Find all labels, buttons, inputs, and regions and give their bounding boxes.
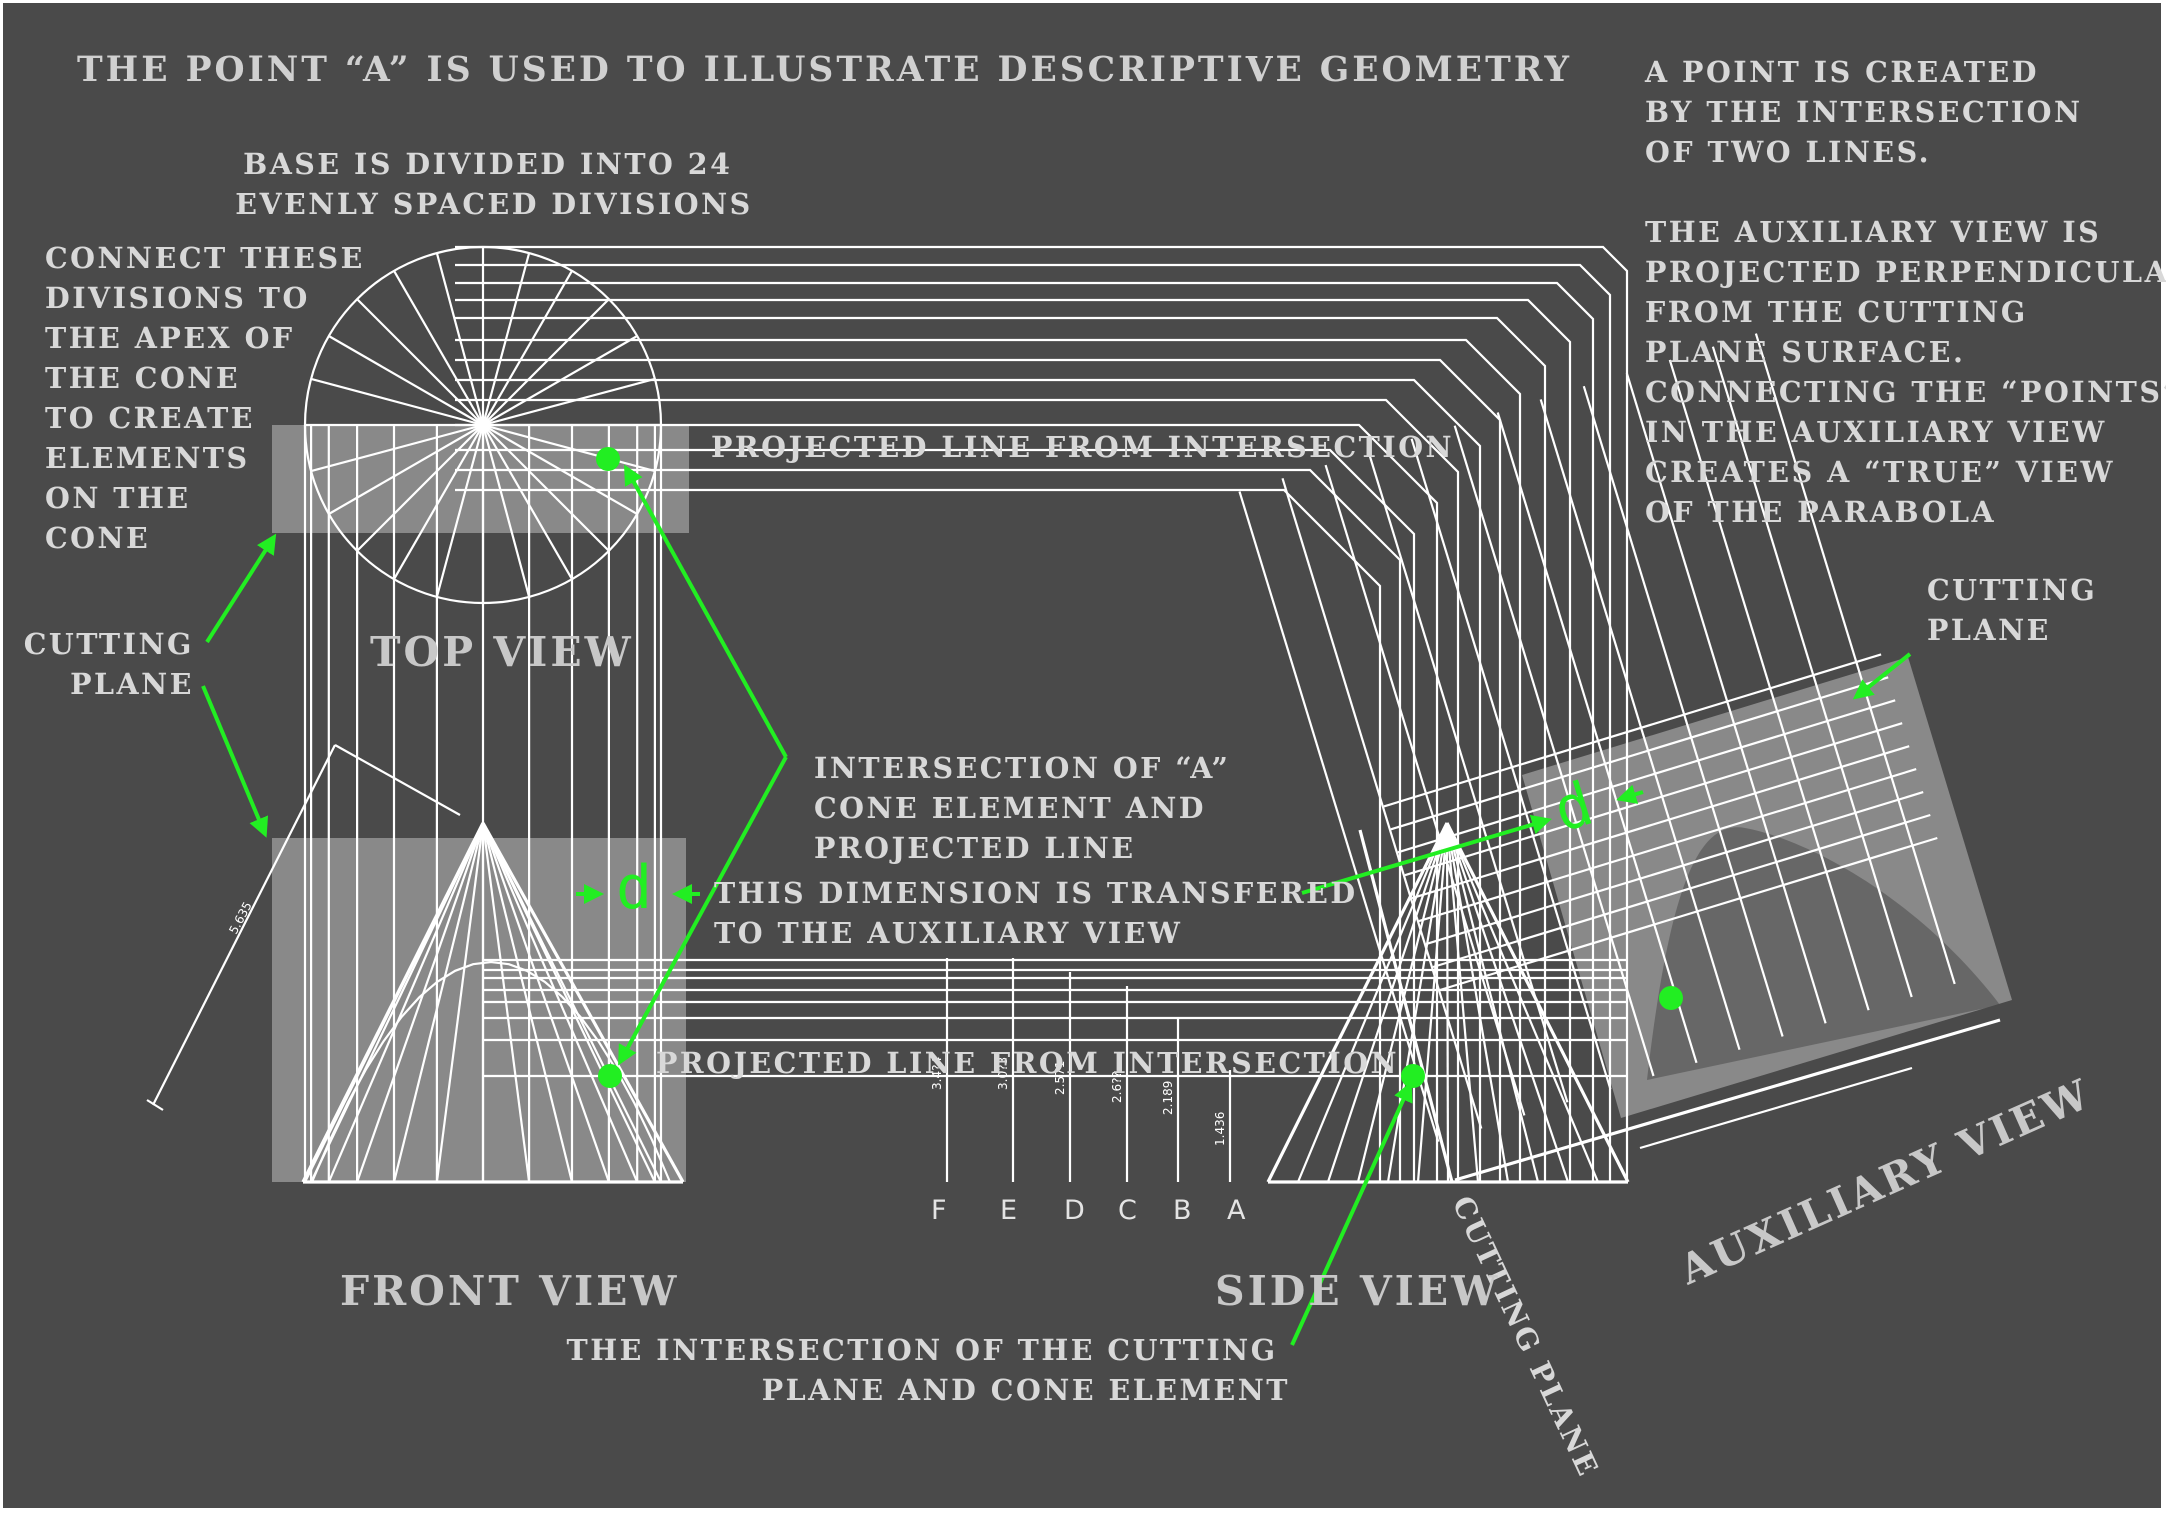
base-division-line (310, 377, 484, 427)
point-a-top-view (596, 447, 620, 471)
parabola-region (1647, 827, 2000, 1080)
note-cutting-plane-right: CUTTING PLANE (1927, 573, 2110, 647)
front-section-curve (310, 960, 672, 1183)
slant-dimension-extension (334, 744, 461, 816)
top-to-side-projector (690, 398, 1460, 1182)
base-division-line (482, 424, 610, 552)
front-view-cutting-plane (272, 838, 686, 1182)
base-division-line (328, 335, 484, 426)
top-to-side-projector (690, 245, 1629, 1182)
auxiliary-reference-line (1454, 1018, 2001, 1182)
note-intersection-a: INTERSECTION OF “A” CONE ELEMENT AND PRO… (814, 751, 1243, 865)
construction-lines (146, 245, 2001, 1184)
top-to-side-projector (690, 488, 1382, 1182)
base-division-line (482, 423, 656, 473)
auxiliary-perpendicular-line (1496, 412, 1698, 1064)
dim-d: 2.571 (1053, 1061, 1067, 1095)
note-connect-divisions: CONNECT THESE DIVISIONS TO THE APEX OF T… (45, 241, 377, 555)
auxiliary-parallel-line (1411, 745, 1910, 900)
auxiliary-parallel-line (1404, 722, 1903, 877)
base-division-line (356, 424, 484, 552)
auxiliary-perpendicular-line (1281, 477, 1483, 1129)
dim-a: 1.436 (1213, 1112, 1227, 1146)
auxiliary-parallel-line (1439, 836, 1938, 992)
station-letter-f: F (931, 1195, 947, 1226)
dim-f: 3.4?4 (930, 1057, 944, 1090)
intersection-points (596, 447, 1683, 1088)
auxiliary-reference-line (1639, 1066, 1913, 1150)
leader-arrows (201, 464, 1912, 1346)
dim-e: 3.0?3 (996, 1057, 1010, 1090)
top-to-side-projector (690, 281, 1595, 1182)
slant-dimension-line (152, 744, 336, 1106)
front-cone-element (356, 822, 485, 1183)
base-division-line (435, 424, 485, 598)
note-dimension-transfer: THIS DIMENSION IS TRANSFERED TO THE AUXI… (714, 876, 1370, 950)
station-letters: F E D C B A (931, 1195, 1246, 1226)
base-division-line (328, 424, 484, 515)
auxiliary-parallel-line (1432, 813, 1931, 969)
auxiliary-perpendicular-line (1367, 451, 1569, 1103)
note-intersection-cutting: THE INTERSECTION OF THE CUTTING PLANE AN… (567, 1333, 1290, 1407)
dim-b: 2.189 (1161, 1081, 1175, 1115)
auxiliary-perpendicular-line (1539, 399, 1741, 1051)
top-view-cutting-plane (272, 425, 689, 533)
note-point-created: A POINT IS CREATED BY THE INTERSECTION O… (1644, 55, 2095, 169)
top-to-side-projector (690, 316, 1547, 1182)
top-to-side-projector (690, 468, 1402, 1182)
base-division-line (481, 424, 531, 598)
station-letter-b: B (1173, 1195, 1192, 1226)
auxiliary-parallel-line (1418, 768, 1917, 923)
auxiliary-perpendicular-line (1410, 438, 1612, 1090)
note-base-divided: BASE IS DIVIDED INTO 24 EVENLY SPACED DI… (235, 147, 753, 221)
top-to-side-projector (690, 298, 1572, 1182)
dim-c: 2.6?? (1110, 1071, 1124, 1103)
top-to-side-projector (690, 423, 1439, 1182)
point-a-front-view (598, 1064, 622, 1088)
point-a-auxiliary-view (1659, 986, 1683, 1010)
label-top-view: TOP VIEW (370, 628, 634, 676)
front-cone-element (304, 822, 484, 1183)
slant-dimension-tick (146, 1099, 164, 1111)
auxiliary-parallel-line (1397, 699, 1896, 854)
auxiliary-perpendicular-line (1711, 346, 1913, 998)
auxiliary-perpendicular-line (1453, 425, 1655, 1077)
auxiliary-perpendicular-line (1754, 333, 1956, 985)
label-front-view: FRONT VIEW (340, 1267, 679, 1315)
base-division-line (310, 423, 484, 473)
auxiliary-parallel-line (1390, 676, 1889, 831)
base-division-line (482, 298, 610, 426)
note-projected-line-top: PROJECTED LINE FROM INTERSECTION (711, 430, 1454, 464)
auxiliary-perpendicular-line (1582, 385, 1784, 1037)
auxiliary-perpendicular-line (1324, 464, 1526, 1116)
top-to-side-projector (690, 358, 1502, 1182)
note-cutting-plane-left: CUTTING PLANE (24, 627, 207, 701)
auxiliary-perpendicular-line (1668, 359, 1870, 1011)
base-division-line (356, 298, 484, 426)
point-a-side-view (1401, 1064, 1425, 1088)
label-side-view: SIDE VIEW (1215, 1267, 1500, 1315)
dimension-d-front: d (616, 853, 652, 923)
page-title: THE POINT “A” IS USED TO ILLUSTRATE DESC… (77, 50, 1572, 90)
top-to-side-projector (690, 263, 1612, 1182)
auxiliary-parallel-line (1383, 653, 1882, 808)
station-dimension-lines (945, 958, 1232, 1182)
front-cone-element (392, 822, 485, 1183)
auxiliary-parallel-line (1425, 791, 1924, 946)
front-cone-element (435, 822, 485, 1183)
auxiliary-perpendicular-line (1625, 372, 1827, 1024)
station-letter-e: E (1000, 1195, 1017, 1226)
note-auxiliary-projection: THE AUXILIARY VIEW IS PROJECTED PERPENDI… (1645, 215, 2166, 529)
station-letter-d: D (1064, 1195, 1085, 1226)
top-to-side-projector (690, 338, 1522, 1182)
auxiliary-perpendicular-line (1238, 491, 1440, 1143)
station-letter-a: A (1227, 1195, 1246, 1226)
note-projected-line-bottom: PROJECTED LINE FROM INTERSECTION (656, 1046, 1399, 1080)
station-letter-c: C (1118, 1195, 1137, 1226)
front-cone-element (327, 822, 485, 1183)
base-division-line (482, 377, 656, 427)
